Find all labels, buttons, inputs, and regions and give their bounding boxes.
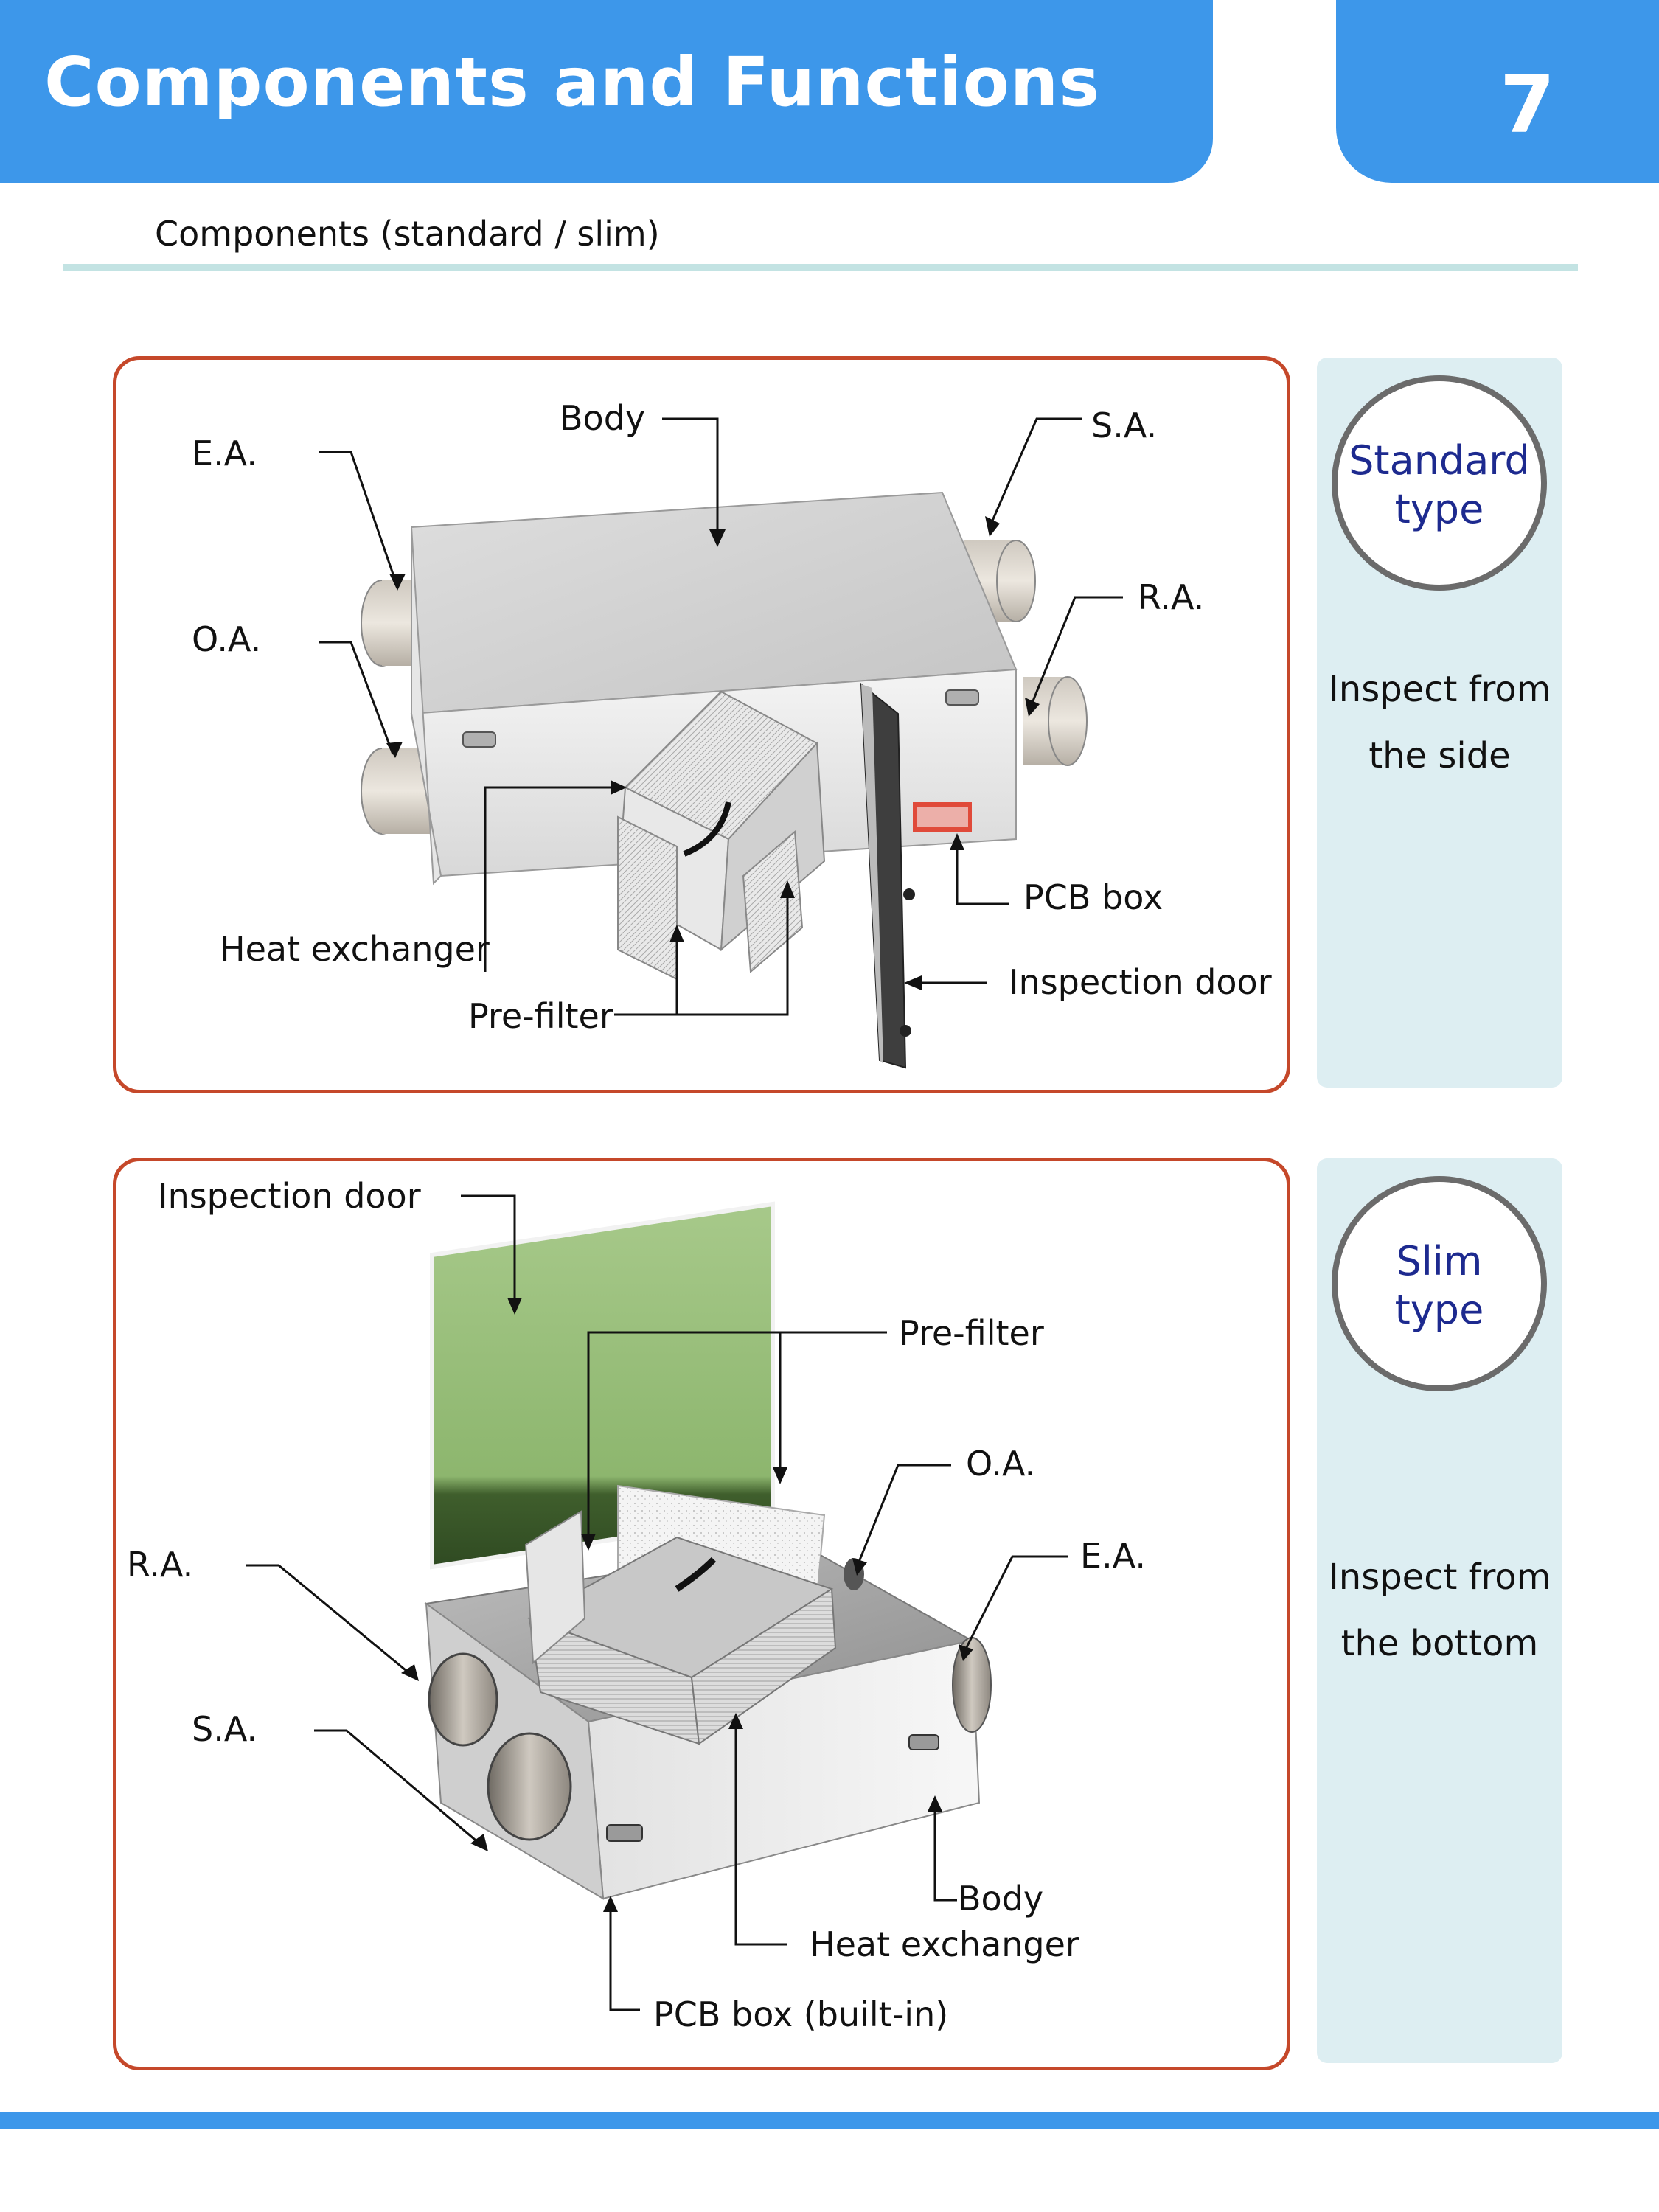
inspect-note-line2: the bottom — [1340, 1623, 1539, 1664]
label-sa: S.A. — [1091, 406, 1158, 445]
inspect-note-line1: Inspect from — [1328, 669, 1551, 710]
section-subtitle: Components (standard / slim) — [155, 214, 660, 254]
inspect-note-line1: Inspect from — [1328, 1557, 1551, 1598]
standard-type-panel: E.A. Body S.A. O.A. R.A. PCB box Heat ex… — [113, 356, 1290, 1093]
label-oa: O.A. — [192, 619, 262, 659]
footer-bar — [0, 2112, 1659, 2129]
label-pcb-box: PCB box (built-in) — [653, 1994, 949, 2034]
badge-line2: type — [1394, 1287, 1484, 1333]
label-inspection-door: Inspection door — [1009, 962, 1272, 1002]
label-body: Body — [560, 398, 646, 438]
label-body: Body — [958, 1879, 1044, 1919]
badge-line2: type — [1394, 486, 1484, 532]
subtitle-divider — [63, 264, 1578, 271]
page-number-tab: 7 — [1336, 0, 1659, 183]
label-oa: O.A. — [966, 1444, 1036, 1484]
badge-line1: Standard — [1349, 437, 1530, 484]
slim-unit-illustration — [246, 1194, 1068, 2011]
standard-unit-illustration — [319, 417, 1123, 1069]
standard-type-sidebar: Standard type Inspect from the side — [1317, 358, 1562, 1088]
inspect-note-line2: the side — [1368, 735, 1511, 776]
label-heat-exchanger: Heat exchanger — [220, 929, 490, 969]
label-ra: R.A. — [1138, 577, 1205, 617]
label-heat-exchanger: Heat exchanger — [810, 1924, 1079, 1964]
label-ea: E.A. — [192, 434, 257, 473]
slim-type-panel: Inspection door Pre-filter O.A. E.A. R.A… — [113, 1158, 1290, 2070]
page-title: Components and Functions — [44, 43, 1101, 122]
label-ea: E.A. — [1080, 1536, 1146, 1576]
label-pre-filter: Pre-filter — [468, 996, 613, 1036]
slim-type-sidebar: Slim type Inspect from the bottom — [1317, 1158, 1562, 2063]
label-pcb-box: PCB box — [1023, 877, 1164, 917]
header-title-bar: Components and Functions — [0, 0, 1213, 183]
badge-line1: Slim — [1396, 1238, 1483, 1284]
label-sa: S.A. — [192, 1709, 258, 1749]
slim-type-badge: Slim type — [1332, 1176, 1547, 1391]
label-inspection-door: Inspection door — [158, 1176, 421, 1216]
label-pre-filter: Pre-filter — [899, 1313, 1044, 1353]
label-ra: R.A. — [127, 1545, 194, 1585]
standard-type-badge: Standard type — [1332, 375, 1547, 591]
page-number: 7 — [1500, 59, 1556, 151]
